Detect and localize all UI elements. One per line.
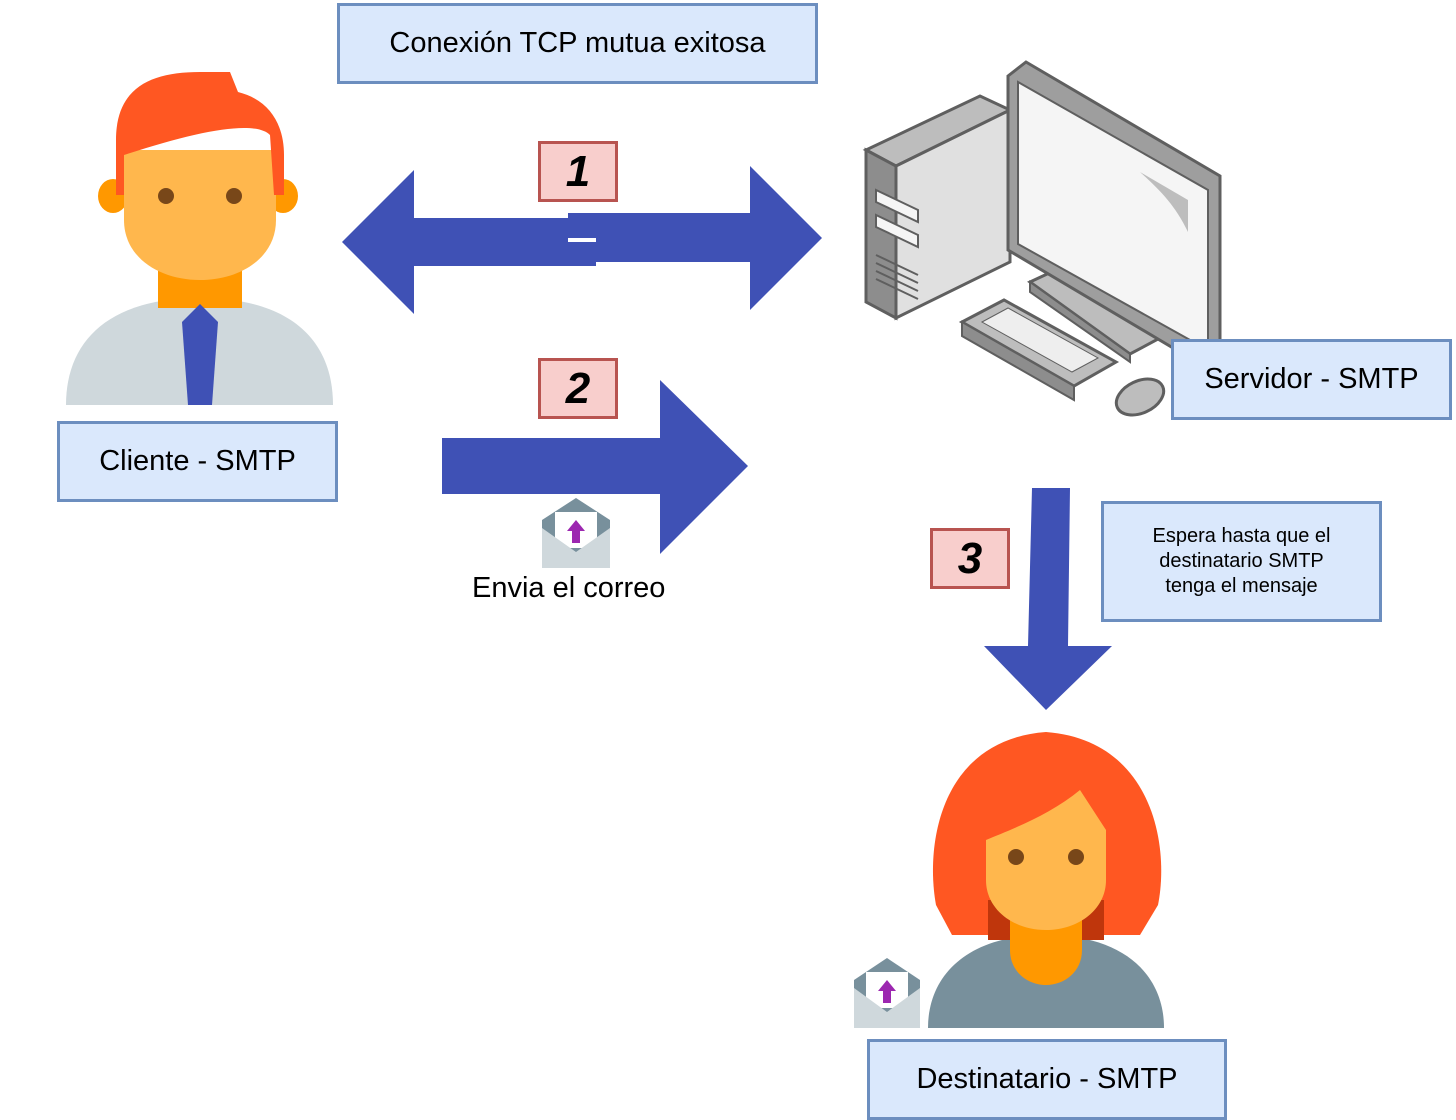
connection-label: Conexión TCP mutua exitosa — [337, 3, 818, 84]
server-label: Servidor - SMTP — [1171, 339, 1452, 420]
send-caption: Envia el correo — [472, 572, 666, 604]
step-3-number: 3 — [957, 533, 983, 583]
connection-label-text: Conexión TCP mutua exitosa — [389, 27, 766, 59]
deliver-arrow — [984, 488, 1112, 710]
step-2-number: 2 — [565, 363, 591, 413]
step-1-badge: 1 — [538, 141, 618, 202]
recipient-label: Destinatario - SMTP — [867, 1039, 1227, 1120]
send-arrow — [442, 380, 748, 554]
woman-user-icon — [928, 732, 1164, 1028]
desktop-computer-icon — [862, 60, 1222, 417]
email-send-icon — [542, 498, 610, 568]
wait-note-line1: Espera hasta que el — [1152, 525, 1331, 547]
step-3-badge: 3 — [930, 528, 1010, 589]
wait-note-line2: destinatario SMTP — [1159, 550, 1324, 572]
man-user-icon — [66, 72, 333, 405]
email-received-icon — [854, 958, 920, 1028]
client-label: Cliente - SMTP — [57, 421, 338, 502]
step-2-badge: 2 — [538, 358, 618, 419]
server-label-text: Servidor - SMTP — [1204, 363, 1419, 395]
bidirectional-arrow — [342, 166, 822, 314]
step-1-number: 1 — [565, 146, 591, 196]
client-label-text: Cliente - SMTP — [99, 445, 296, 477]
wait-note: Espera hasta que el destinatario SMTP te… — [1101, 501, 1382, 622]
recipient-label-text: Destinatario - SMTP — [916, 1063, 1178, 1095]
wait-note-line3: tenga el mensaje — [1165, 575, 1318, 597]
